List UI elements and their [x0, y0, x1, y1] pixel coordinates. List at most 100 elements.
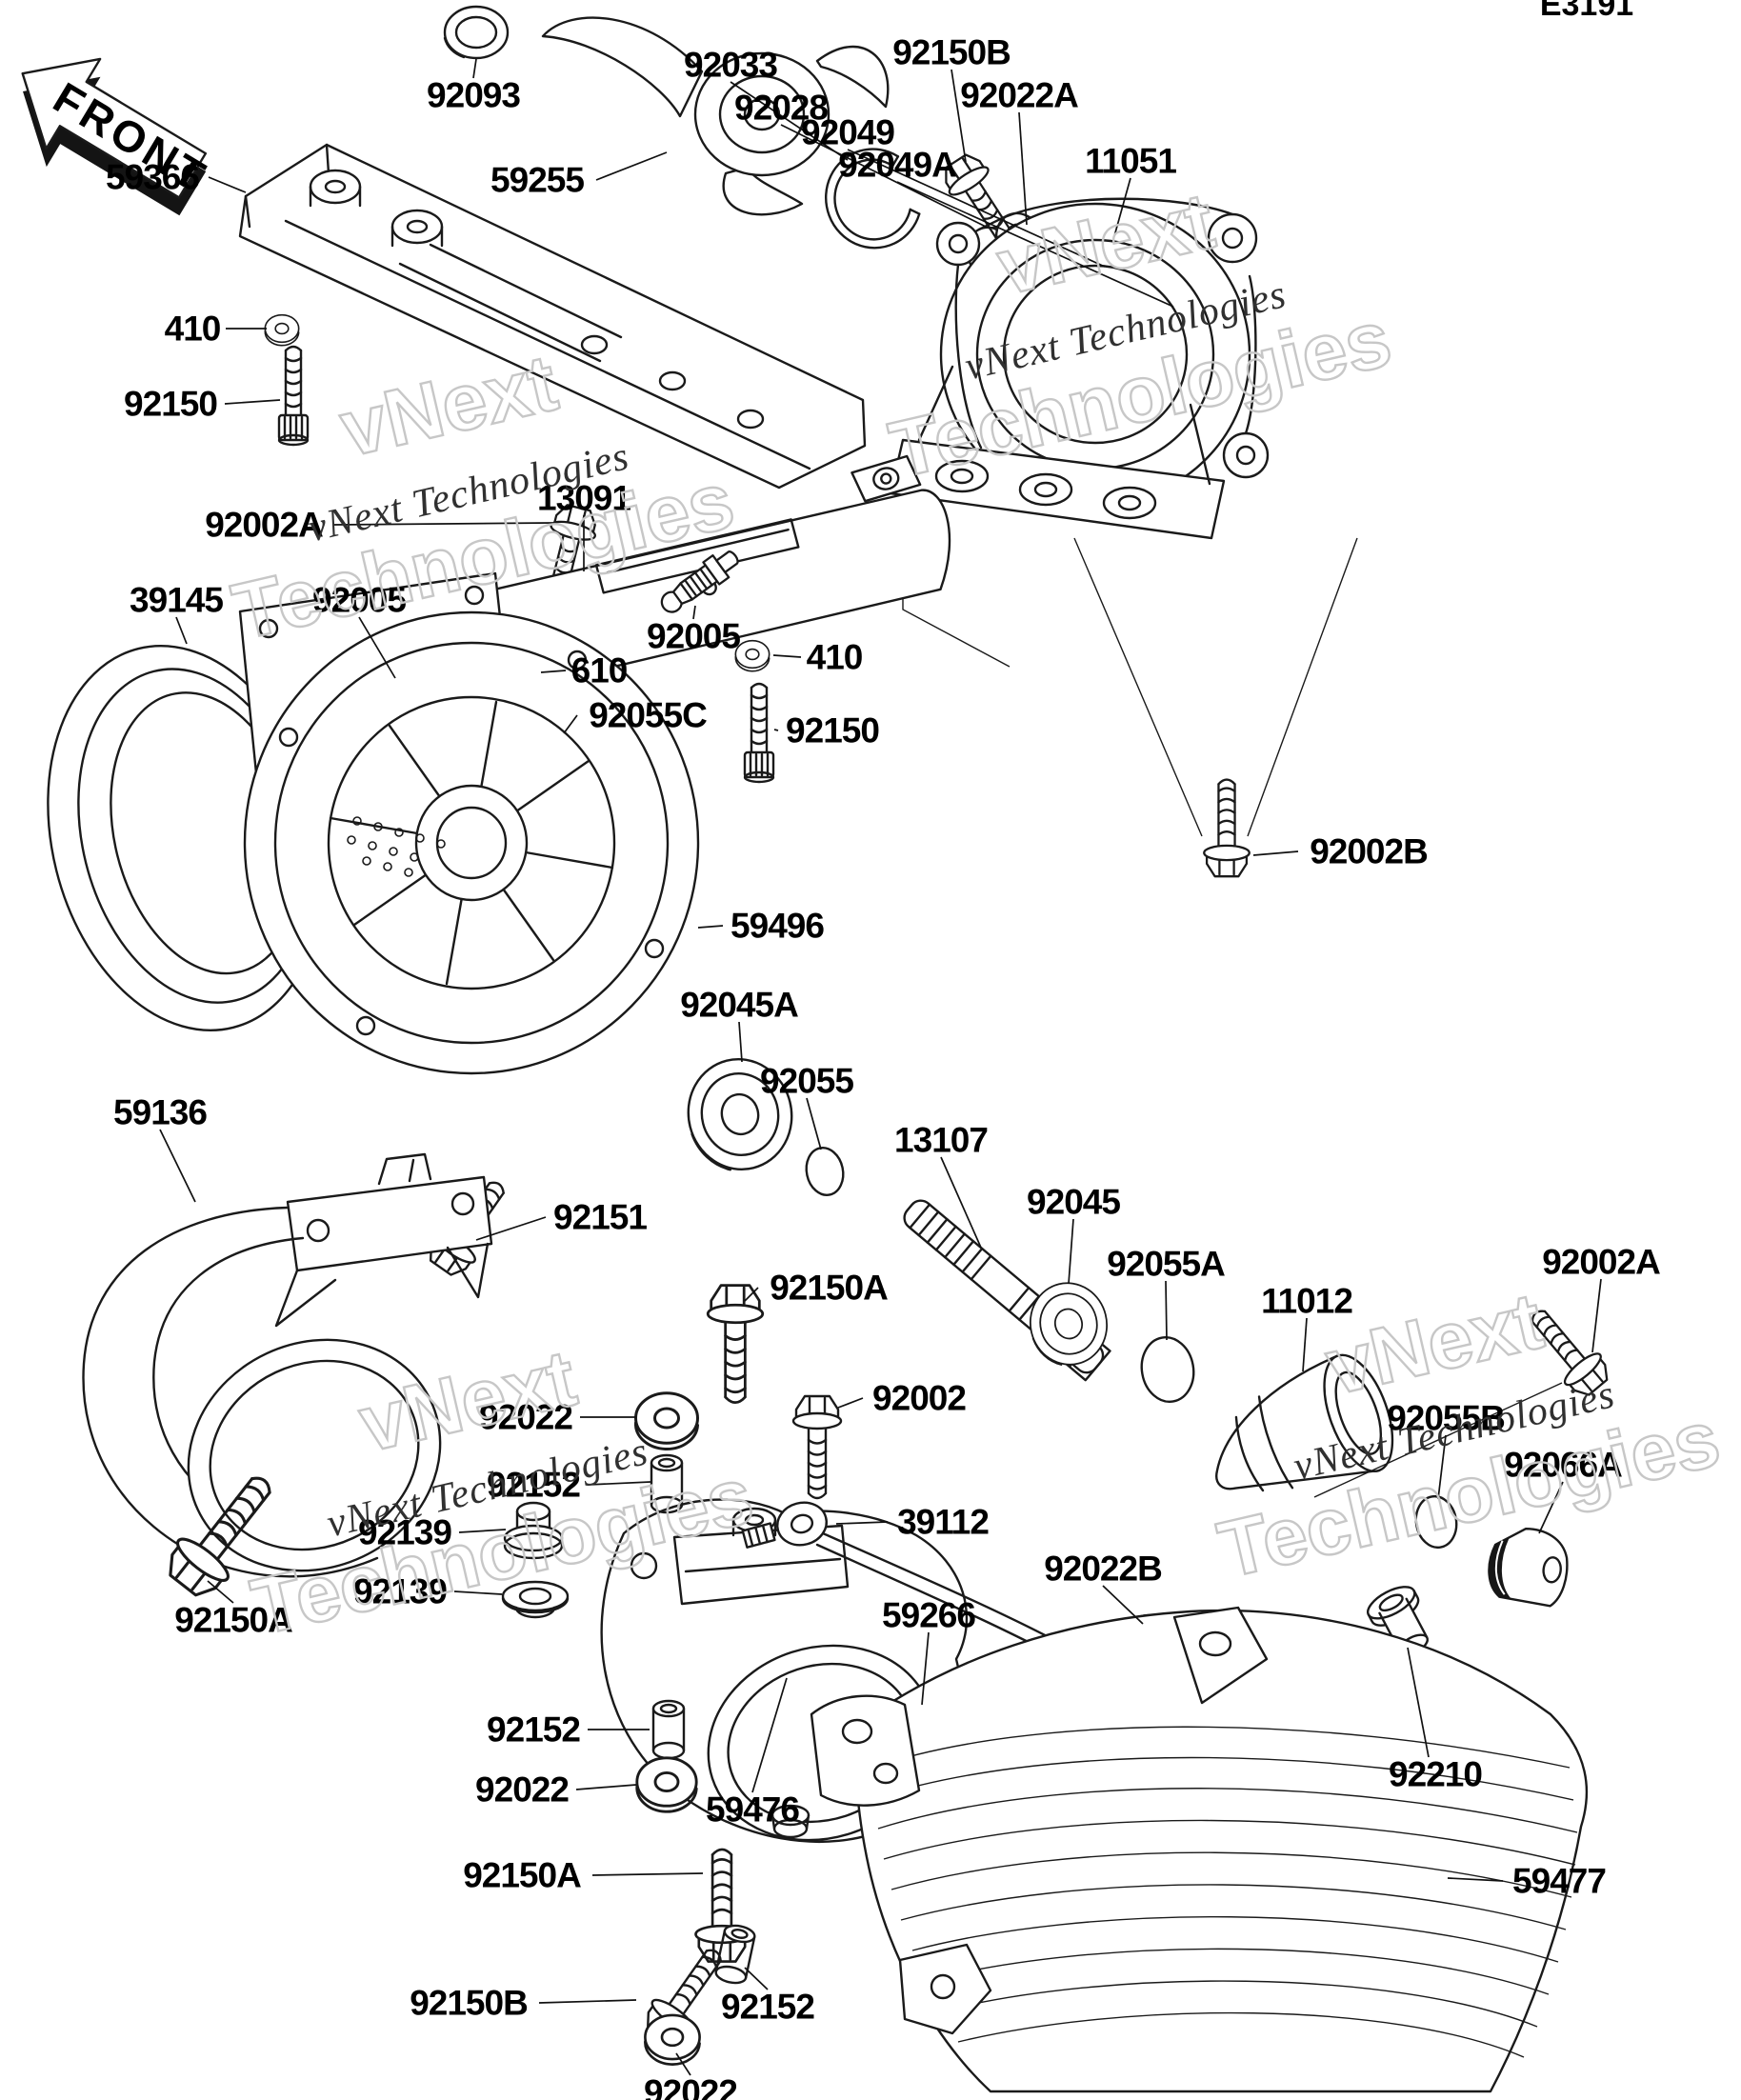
part-label-92033: 92033	[684, 46, 777, 85]
part-washer-92022	[644, 2013, 701, 2066]
callout-leader-92210	[1407, 1647, 1430, 1758]
part-label-92045A: 92045A	[680, 986, 798, 1025]
callout-leader-59266	[921, 1631, 930, 1706]
part-label-92093: 92093	[427, 76, 520, 115]
callout-leader-59255	[595, 151, 668, 181]
part-nut-92210	[1367, 1586, 1430, 1656]
callout-leader-92002	[837, 1397, 864, 1409]
callout-leader-59476	[751, 1677, 788, 1793]
part-label-410: 410	[165, 310, 221, 349]
part-label-92022: 92022	[475, 1770, 569, 1810]
part-label-13091: 13091	[537, 479, 630, 518]
callout-leader-92150	[224, 399, 281, 405]
part-snap-ring-92033	[825, 148, 921, 250]
part-bolt-92002	[791, 1394, 843, 1500]
part-label-92055C: 92055C	[589, 696, 707, 735]
front-arrow-icon: FRONT	[21, 57, 216, 216]
part-label-92150: 92150	[786, 711, 879, 750]
part-label-59136: 59136	[113, 1093, 207, 1132]
callout-leader-92022A	[1018, 111, 1028, 226]
callout-leader-11012	[1302, 1317, 1308, 1372]
callout-leader-92152	[744, 1967, 769, 1990]
callout-leader-59496	[697, 925, 724, 929]
callout-leader-92150A	[207, 1580, 234, 1604]
part-label-92139: 92139	[358, 1513, 451, 1552]
callout-leader-92005	[692, 605, 696, 620]
part-label-92022B: 92022B	[1044, 1550, 1162, 1589]
part-oring-92055B	[1414, 1494, 1458, 1550]
callout-leader-92066A	[1538, 1481, 1564, 1534]
part-intake-duct-59136	[82, 1152, 493, 1578]
part-bushing-92139	[501, 1580, 570, 1619]
part-label-92150A: 92150A	[463, 1856, 581, 1895]
part-label-92002: 92002	[872, 1379, 966, 1418]
callout-leader-92045A	[738, 1021, 743, 1063]
callout-leader-92150B	[538, 1999, 637, 2004]
part-label-92002A: 92002A	[205, 506, 323, 545]
part-cover-59477	[810, 1606, 1589, 2093]
callout-leader-410	[772, 654, 802, 658]
callout-leader-39145	[175, 616, 188, 645]
callout-leader-92005	[358, 616, 396, 679]
callout-leader-92022	[575, 1784, 637, 1790]
callout-leader-92028	[780, 124, 987, 228]
callout-leader-92151	[475, 1216, 547, 1241]
callout-leader-92049	[847, 149, 1106, 268]
part-label-92150B: 92150B	[892, 33, 1011, 72]
part-label-92055A: 92055A	[1107, 1245, 1225, 1284]
part-label-92022: 92022	[479, 1398, 572, 1437]
part-label-410: 410	[807, 638, 863, 677]
callout-leader-610	[540, 670, 567, 673]
callout-leader-92055C	[563, 714, 578, 734]
part-label-92150B: 92150B	[410, 1984, 528, 2023]
callout-leader-92055B	[1437, 1434, 1447, 1500]
part-bolt-92150	[743, 682, 775, 784]
part-ride-plate-59366	[238, 143, 867, 490]
callout-leader-92055A	[1165, 1280, 1168, 1341]
part-label-59266: 59266	[882, 1596, 975, 1635]
part-label-92049: 92049	[801, 113, 894, 152]
callout-leader-92055	[806, 1097, 822, 1150]
part-label-92066A: 92066A	[1504, 1446, 1622, 1485]
part-seal-92093	[443, 5, 510, 60]
part-bolt-92002B	[1203, 778, 1251, 878]
callout-leader-92002A	[1591, 1278, 1602, 1353]
part-label-92210: 92210	[1389, 1755, 1482, 1794]
watermark-text: vNext	[1318, 1275, 1551, 1411]
part-label-92005: 92005	[647, 617, 740, 656]
callout-leader-92022	[675, 2052, 691, 2076]
part-washer-92022	[635, 1756, 698, 1813]
part-label-59496: 59496	[730, 907, 824, 946]
part-label-59255: 59255	[490, 161, 584, 200]
part-label-92151: 92151	[553, 1198, 647, 1237]
part-bracket-11051	[889, 197, 1358, 837]
part-bolt-92150	[277, 345, 310, 447]
part-label-11012: 11012	[1261, 1282, 1352, 1321]
part-label-92055: 92055	[760, 1062, 853, 1101]
part-label-610: 610	[571, 651, 628, 690]
callout-leader-11051	[1113, 177, 1131, 237]
callout-leader-92152	[587, 1481, 651, 1486]
part-label-92002A: 92002A	[1542, 1243, 1660, 1282]
part-label-39112: 39112	[897, 1503, 989, 1542]
callout-leader-92150A	[591, 1872, 704, 1876]
callout-leader-92139	[458, 1529, 507, 1533]
part-label-92049A: 92049A	[838, 146, 956, 185]
part-label-11051: 11051	[1085, 142, 1176, 181]
assembly-line	[1313, 1382, 1563, 1498]
part-label-92045: 92045	[1027, 1183, 1120, 1222]
callout-leader-92049A	[896, 181, 1174, 308]
callout-leader-59477	[1447, 1877, 1504, 1882]
part-oring-92055A	[1140, 1335, 1195, 1404]
part-label-92055B: 92055B	[1387, 1399, 1505, 1438]
part-bushing-92139	[503, 1501, 564, 1560]
part-label-92152: 92152	[487, 1466, 580, 1505]
part-label-92152: 92152	[487, 1710, 580, 1750]
part-label-92150A: 92150A	[174, 1601, 292, 1640]
part-oring-92055	[805, 1147, 845, 1196]
callout-leader-59366	[208, 176, 247, 193]
callout-leader-92002B	[1252, 850, 1299, 856]
